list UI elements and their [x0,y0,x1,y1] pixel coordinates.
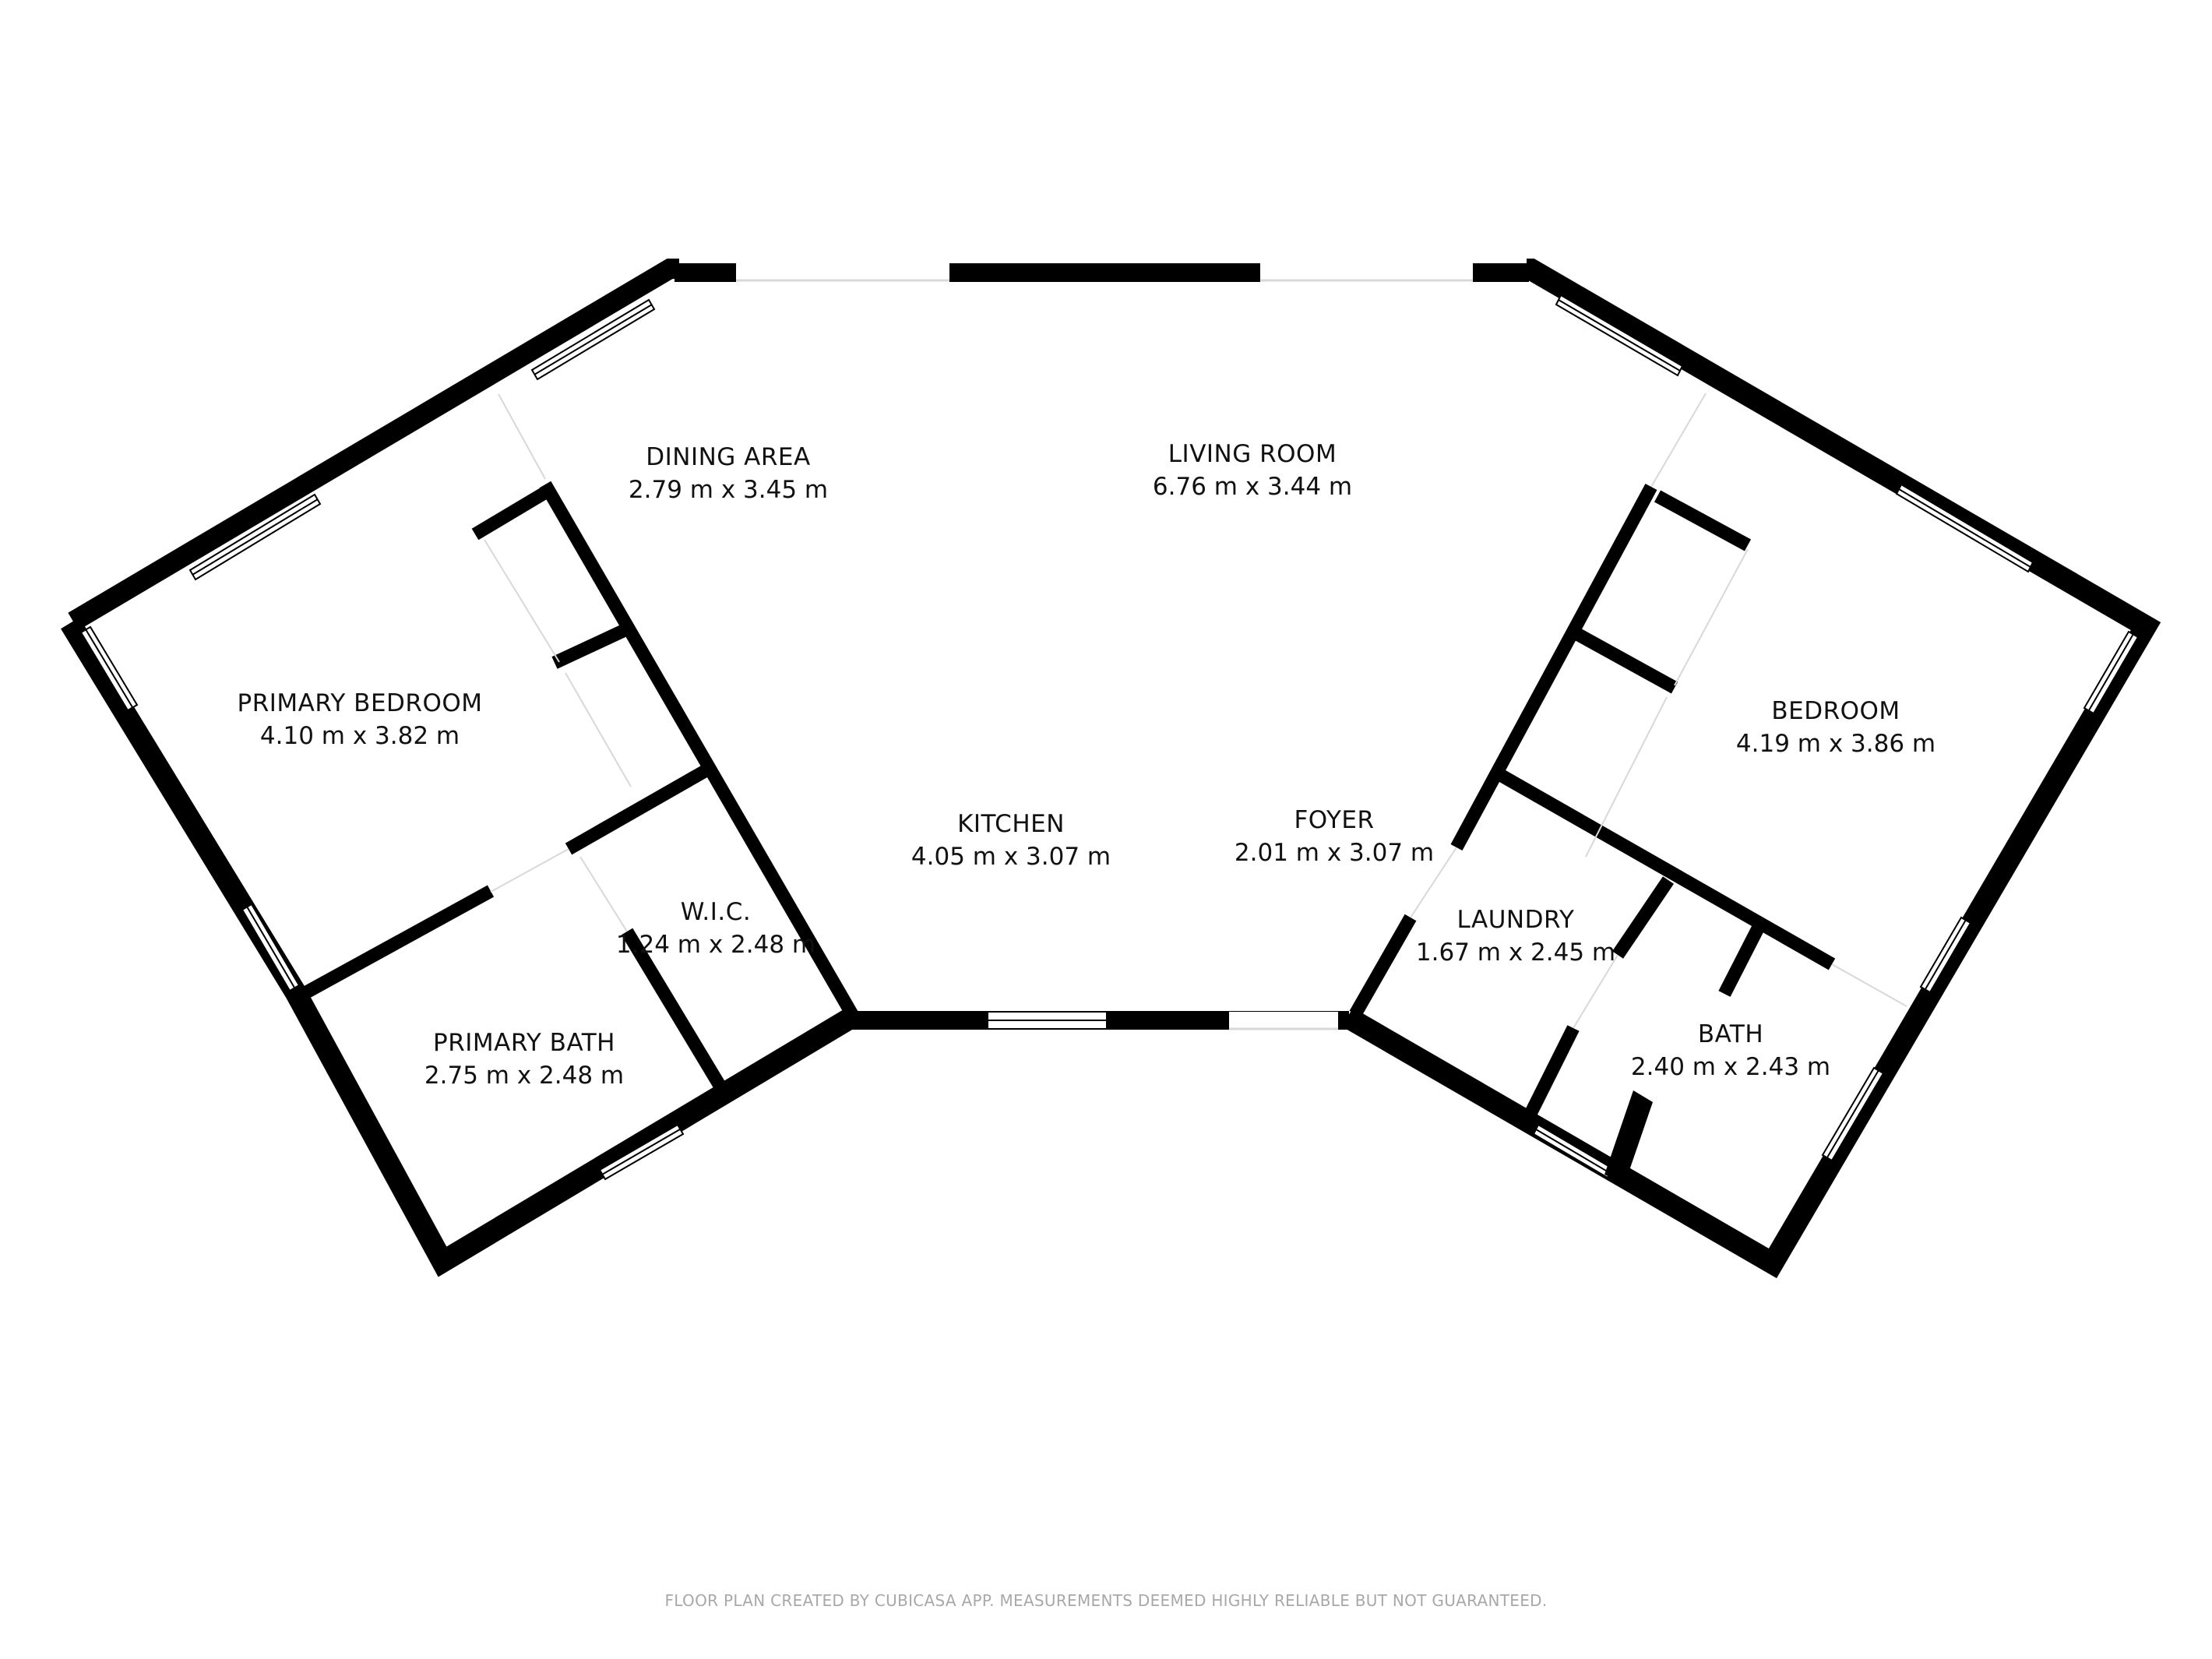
room-label-primary-bath: PRIMARY BATH 2.75 m x 2.48 m [424,1027,624,1092]
room-name: PRIMARY BEDROOM [237,689,483,717]
room-dimensions: 4.10 m x 3.82 m [259,722,460,750]
room-name: BEDROOM [1771,697,1900,725]
room-dimensions: 2.79 m x 3.45 m [628,476,829,504]
interior-walls [298,481,1836,1125]
room-label-primary-bedroom: PRIMARY BEDROOM 4.10 m x 3.82 m [238,687,483,752]
room-name: FOYER [1294,806,1375,834]
room-dimensions: 1.24 m x 2.48 m [615,931,816,959]
room-name: LIVING ROOM [1168,440,1337,468]
foyer-entry-opening [1229,1012,1338,1029]
room-label-kitchen: KITCHEN 4.05 m x 3.07 m [911,808,1111,873]
windows [79,294,2140,1181]
room-dimensions: 4.19 m x 3.86 m [1735,730,1936,758]
room-dimensions: 1.67 m x 2.45 m [1415,939,1616,967]
room-label-bath: BATH 2.40 m x 2.43 m [1631,1018,1830,1083]
room-dimensions: 4.05 m x 3.07 m [911,843,1111,871]
room-name: BATH [1697,1020,1764,1048]
bath-fixture-block [1604,1090,1653,1184]
room-name: DINING AREA [646,443,811,471]
openings [484,393,1907,1029]
exterior-walls [61,259,2161,1279]
room-name: PRIMARY BATH [433,1029,615,1057]
room-name: KITCHEN [957,810,1065,838]
room-label-foyer: FOYER 2.01 m x 3.07 m [1235,804,1434,869]
room-label-living-room: LIVING ROOM 6.76 m x 3.44 m [1153,438,1352,503]
room-dimensions: 2.40 m x 2.43 m [1630,1053,1831,1081]
disclaimer-footer: FLOOR PLAN CREATED BY CUBICASA APP. MEAS… [664,1591,1548,1610]
room-dimensions: 2.75 m x 2.48 m [424,1062,625,1090]
room-label-bedroom: BEDROOM 4.19 m x 3.86 m [1736,695,1936,760]
room-label-laundry: LAUNDRY 1.67 m x 2.45 m [1416,903,1615,969]
room-label-dining-area: DINING AREA 2.79 m x 3.45 m [629,441,828,506]
room-label-wic: W.I.C. 1.24 m x 2.48 m [616,896,815,961]
room-dimensions: 2.01 m x 3.07 m [1234,839,1435,867]
room-name: W.I.C. [680,898,752,926]
room-dimensions: 6.76 m x 3.44 m [1152,473,1353,501]
room-name: LAUNDRY [1456,906,1575,934]
